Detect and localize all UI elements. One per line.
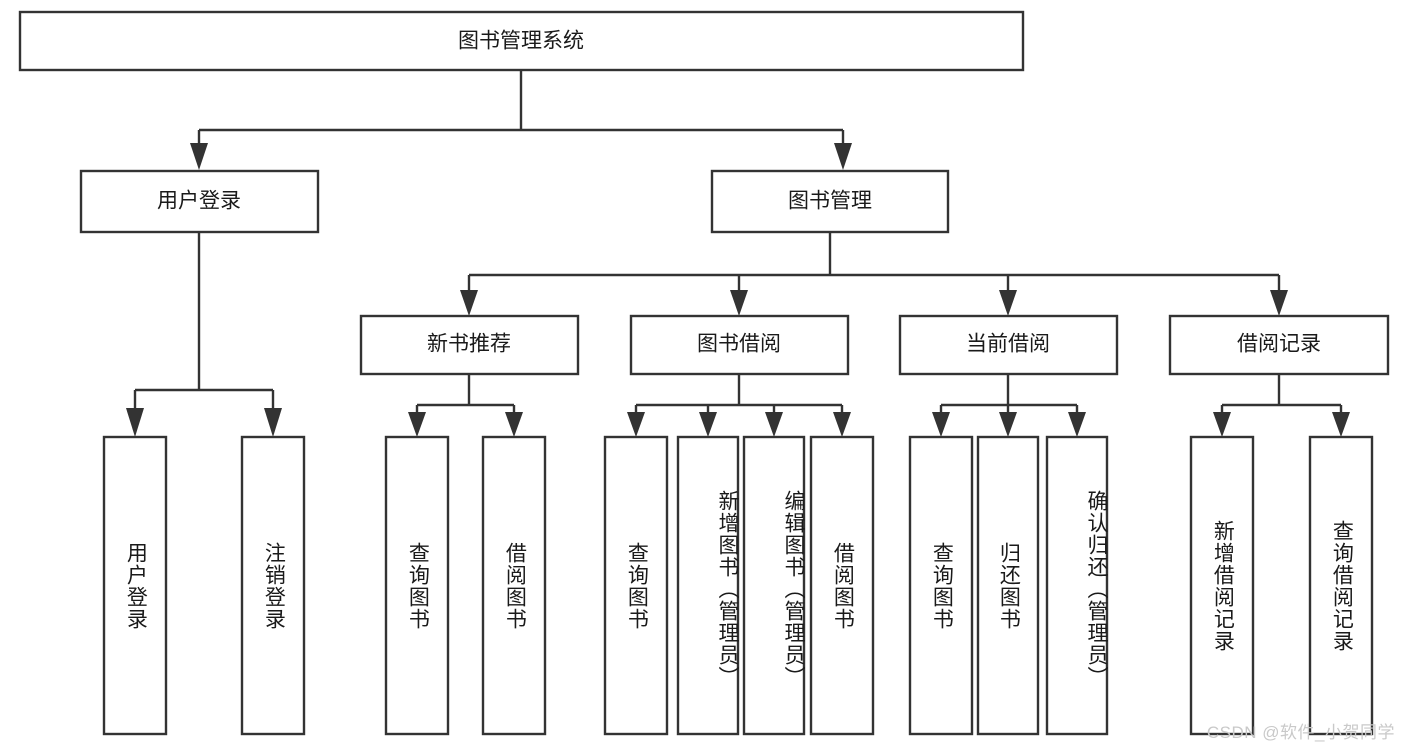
leaf-edit-book-box[interactable] [742, 435, 806, 736]
user-login-label: 用户登录 [157, 190, 241, 213]
node-book-manage[interactable]: 图书管理 [710, 169, 950, 234]
leaf-query-record-label: 查询借阅记录 [1330, 519, 1354, 652]
leaf-confirm-return-label: 确认归还（管理员） [1085, 489, 1108, 688]
leaf-confirm-return-box[interactable] [1045, 435, 1109, 736]
leaf-query-book-3-box[interactable] [908, 435, 974, 736]
node-borrow-record[interactable]: 借阅记录 [1168, 314, 1390, 376]
node-new-book-rec[interactable]: 新书推荐 [359, 314, 580, 376]
connector-borrow-record-to-leaves [1213, 374, 1350, 437]
leaf-query-book-1-label: 查询图书 [406, 541, 430, 630]
root-label: 图书管理系统 [458, 30, 584, 53]
arrow-to-user-login [190, 143, 208, 170]
leaf-add-record-label: 新增借阅记录 [1211, 519, 1235, 652]
node-book-borrow[interactable]: 图书借阅 [629, 314, 850, 376]
new-book-rec-box [359, 314, 580, 376]
book-borrow-box [629, 314, 850, 376]
leaf-query-book-2-box[interactable] [603, 435, 669, 736]
arrow-to-book-manage [834, 143, 852, 170]
current-borrow-label: 当前借阅 [966, 333, 1050, 356]
leaf-borrow-book-1-box[interactable] [481, 435, 547, 736]
leaf-user-login-box[interactable] [102, 435, 168, 736]
borrow-record-label: 借阅记录 [1237, 333, 1321, 356]
leaf-user-login-label: 用户登录 [124, 541, 148, 630]
arrow-to-leaf-add-book [699, 412, 717, 437]
arrow-to-leaf-query-record [1332, 412, 1350, 437]
leaf-return-book-label: 归还图书 [997, 541, 1021, 630]
arrow-to-leaf-return-book [999, 412, 1017, 437]
connector-new-book-rec-to-leaves [408, 374, 523, 437]
leaf-add-book-box[interactable] [676, 435, 740, 736]
connector-book-manage-to-level3 [460, 232, 1288, 316]
arrow-to-leaf-edit-book [765, 412, 783, 437]
new-book-rec-label: 新书推荐 [427, 333, 511, 356]
arrow-to-leaf-add-record [1213, 412, 1231, 437]
arrow-to-leaf-confirm-return [1068, 412, 1086, 437]
leaf-borrow-book-2-label: 借阅图书 [831, 541, 855, 630]
leaf-query-record-box[interactable] [1308, 435, 1374, 736]
arrow-to-new-book-rec [460, 290, 478, 316]
user-login-box [79, 169, 320, 234]
connector-user-login-to-leaves [126, 232, 282, 437]
arrow-to-book-borrow [730, 290, 748, 316]
book-manage-box [710, 169, 950, 234]
leaf-borrow-book-1-label: 借阅图书 [503, 541, 527, 630]
borrow-record-box [1168, 314, 1390, 376]
arrow-to-current-borrow [999, 290, 1017, 316]
book-manage-label: 图书管理 [788, 190, 872, 213]
arrow-to-leaf-query-book-2 [627, 412, 645, 437]
arrow-to-leaf-borrow-book-1 [505, 412, 523, 437]
arrow-to-leaf-borrow-book-2 [833, 412, 851, 437]
connector-current-borrow-to-leaves [932, 374, 1086, 437]
leaf-add-book-label: 新增图书（管理员） [716, 489, 739, 688]
leaf-return-book-box[interactable] [976, 435, 1040, 736]
book-borrow-label: 图书借阅 [697, 333, 781, 356]
csdn-watermark: CSDN @软件_小贺同学 [1206, 723, 1395, 742]
leaf-logout-label: 注销登录 [262, 541, 286, 630]
connector-book-borrow-to-leaves [627, 374, 851, 437]
node-user-login[interactable]: 用户登录 [79, 169, 320, 234]
connector-root-to-level2 [190, 70, 852, 170]
leaf-edit-book-label: 编辑图书（管理员） [782, 489, 805, 688]
leaf-query-book-3-label: 查询图书 [930, 541, 954, 630]
root-box [18, 10, 1025, 72]
arrow-to-leaf-query-book-3 [932, 412, 950, 437]
arrow-to-leaf-user-login [126, 408, 144, 437]
leaf-borrow-book-2-box[interactable] [809, 435, 875, 736]
node-root[interactable]: 图书管理系统 [18, 10, 1025, 72]
leaf-add-record-box[interactable] [1189, 435, 1255, 736]
leaf-query-book-2-label: 查询图书 [625, 541, 649, 630]
arrow-to-leaf-query-book-1 [408, 412, 426, 437]
leaf-logout-box[interactable] [240, 435, 306, 736]
node-current-borrow[interactable]: 当前借阅 [898, 314, 1119, 376]
arrow-to-leaf-logout [264, 408, 282, 437]
arrow-to-borrow-record [1270, 290, 1288, 316]
leaf-query-book-1-box[interactable] [384, 435, 450, 736]
